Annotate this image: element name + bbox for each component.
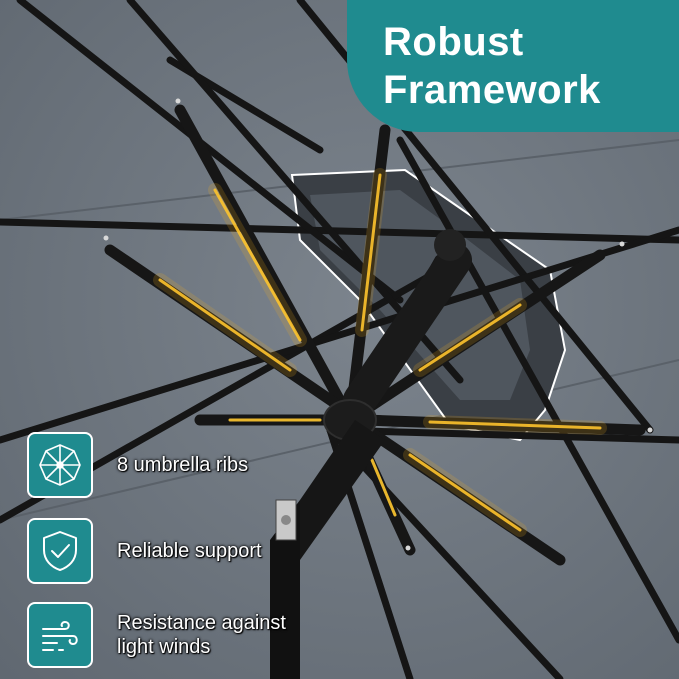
tilt-pole-section: [300, 420, 385, 560]
main-pole: [270, 500, 300, 679]
feature-item-wind: Resistance against light winds: [27, 602, 286, 668]
tilt-joint-pin: [281, 515, 291, 525]
feature-label: Resistance against light winds: [117, 612, 286, 658]
feature-item-support: Reliable support: [27, 518, 262, 584]
top-hub: [434, 229, 466, 261]
led-glow: [153, 168, 607, 537]
feature-item-ribs: 8 umbrella ribs: [27, 432, 248, 498]
led-strips: [158, 173, 602, 532]
rib-rivets: [103, 98, 653, 551]
umbrella-top-icon: [27, 432, 93, 498]
title-banner: Robust Framework: [347, 0, 679, 132]
feature-label: 8 umbrella ribs: [117, 454, 249, 476]
shield-check-icon: [27, 518, 93, 584]
banner-title: Robust Framework: [383, 20, 601, 112]
feature-label: Reliable support: [117, 540, 262, 562]
wind-icon: [27, 602, 93, 668]
upper-pole: [343, 243, 472, 417]
